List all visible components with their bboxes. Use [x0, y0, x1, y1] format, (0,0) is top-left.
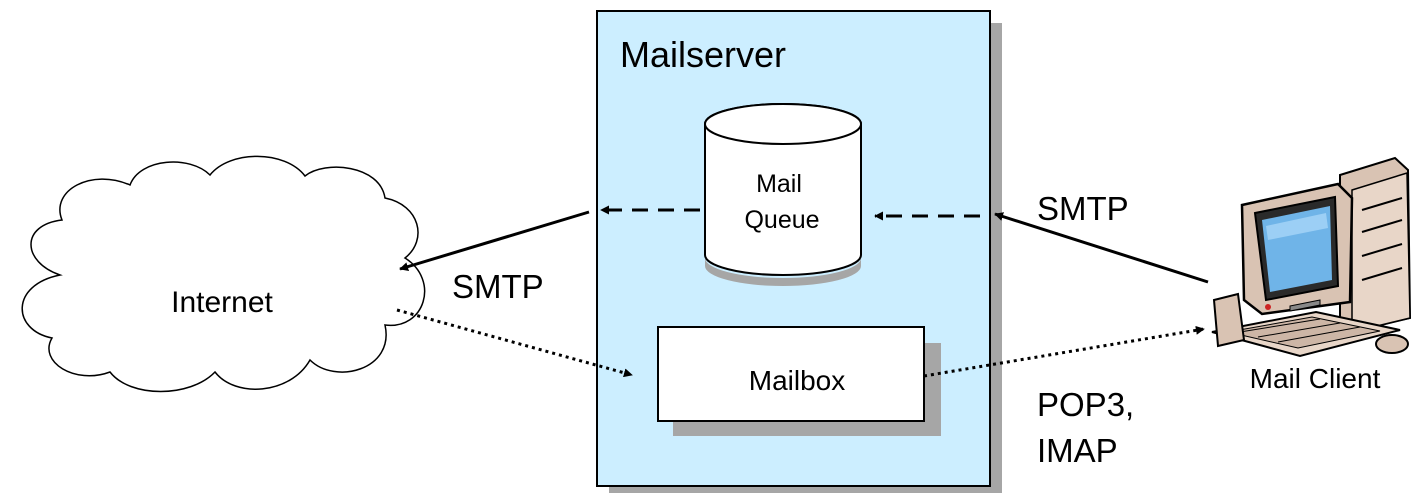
internet-to-mailbox-dotted-arrow [396, 308, 633, 378]
mailbox: Mailbox [657, 326, 941, 436]
smtp-inbound-arrow [994, 212, 1209, 284]
internet-cloud: Internet [21, 155, 426, 393]
computer-icon [1211, 156, 1412, 358]
cylinder-shadow-edge [705, 258, 861, 286]
mail-client-label: Mail Client [1250, 363, 1381, 394]
imap-label: IMAP [1037, 432, 1118, 469]
pop3-label: POP3, [1037, 386, 1134, 423]
smtp-outbound-label: SMTP [452, 268, 544, 305]
internet-label: Internet [171, 286, 273, 319]
mailbox-label: Mailbox [749, 365, 845, 396]
smtp-outbound-arrow [399, 210, 590, 271]
cloud-icon [21, 155, 426, 393]
mailserver-title: Mailserver [620, 34, 786, 75]
queue-label-line1: Mail [756, 170, 802, 198]
smtp-inbound-label: SMTP [1037, 190, 1129, 227]
mailbox-box [657, 326, 925, 422]
queue-label-line2: Queue [744, 206, 819, 234]
mail-queue-cylinder: Mail Queue [704, 103, 862, 286]
mailbox-to-client-dotted-arrow [923, 325, 1205, 378]
cylinder-top [704, 103, 862, 145]
